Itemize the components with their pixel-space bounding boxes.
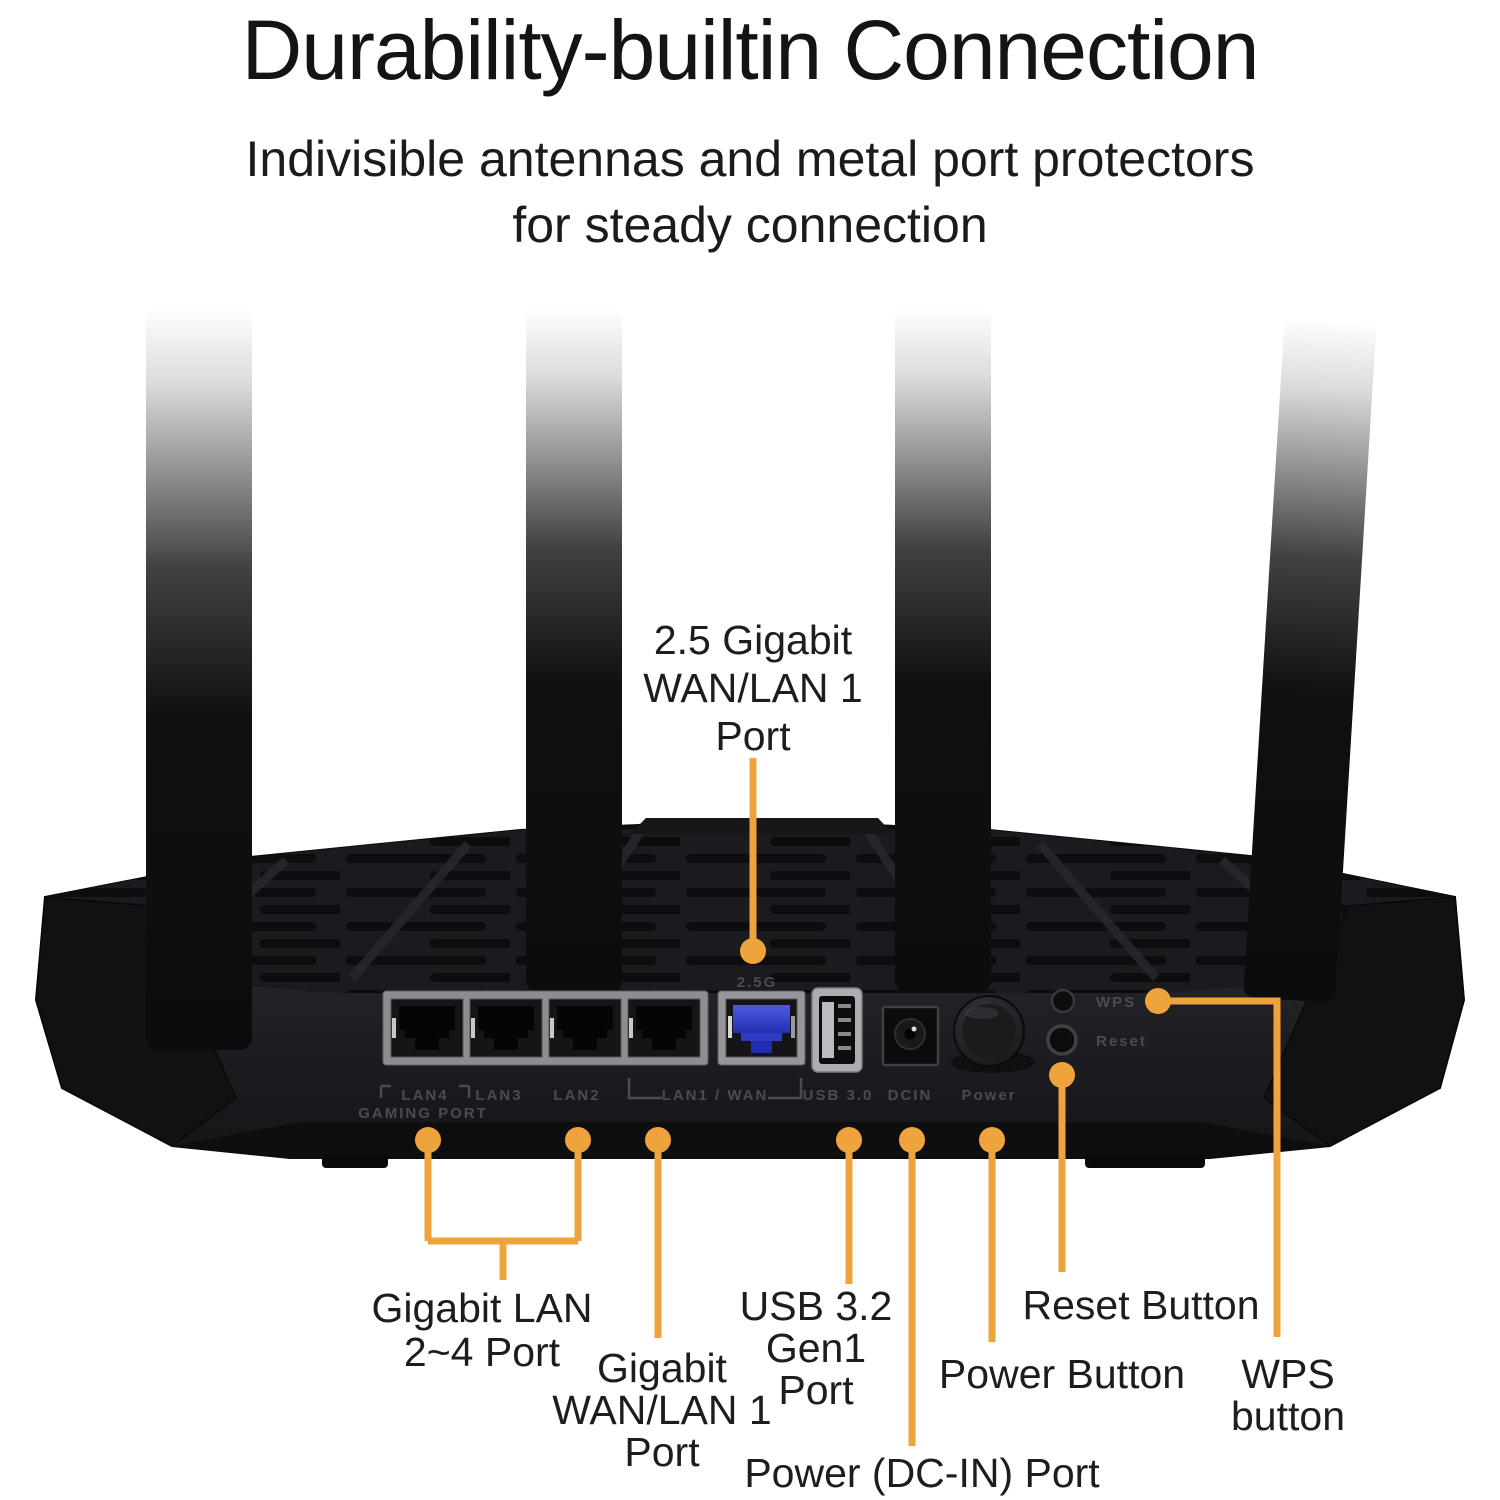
antenna-3 — [895, 308, 991, 992]
callout-dot-2-5g — [740, 938, 766, 964]
callout-lines — [415, 758, 1281, 1446]
lan3-port — [469, 998, 543, 1058]
right-foot — [1085, 1154, 1205, 1168]
top-center-ridge — [630, 818, 893, 834]
antenna-4 — [1243, 317, 1376, 1003]
lan1-wan-bracket — [627, 1078, 803, 1100]
callout-label-usb32: USB 3.2 Gen1 Port — [739, 1283, 893, 1413]
right-wing — [1263, 896, 1465, 1147]
callout-dot-lan4 — [415, 1127, 441, 1153]
left-foot — [322, 1154, 388, 1168]
lan1-wan-port — [627, 998, 701, 1058]
callout-dot-dcin — [899, 1127, 925, 1153]
callout-label-reset-button: Reset Button — [1022, 1282, 1260, 1328]
callout-label-gigabit-lan: Gigabit LAN 2~4 Port — [371, 1285, 593, 1375]
label-lan1-wan: LAN1 / WAN — [662, 1087, 769, 1104]
callout-dot-wanlan1 — [645, 1127, 671, 1153]
dcin-port — [881, 1005, 940, 1067]
antenna-2 — [526, 308, 622, 992]
label-wps: WPS — [1096, 994, 1136, 1011]
label-dcin: DCIN — [888, 1087, 933, 1104]
callout-dot-lan2 — [565, 1127, 591, 1153]
callout-dot-usb — [836, 1127, 862, 1153]
lan-port-group — [382, 990, 709, 1066]
callout-label-power-dcin: Power (DC-IN) Port — [744, 1450, 1100, 1496]
bottom-bevel — [172, 1122, 1330, 1158]
label-lan2: LAN2 — [553, 1087, 600, 1104]
reset-push-button — [1046, 1024, 1078, 1056]
callout-label-wps-button: WPS button — [1231, 1351, 1345, 1439]
ports — [382, 987, 1078, 1073]
panel-labels: 2.5G LAN4 GAMING PORT LAN3 LAN2 LAN1 / W… — [358, 974, 1147, 1122]
page-subtitle: Indivisible antennas and metal port prot… — [0, 126, 1500, 258]
usb-port — [811, 987, 863, 1073]
lan4-port — [390, 998, 464, 1058]
page-subtitle-line2: for steady connection — [512, 197, 988, 253]
antenna-1 — [146, 308, 252, 1050]
callout-dot-power — [979, 1127, 1005, 1153]
label-gaming-port: GAMING PORT — [358, 1105, 488, 1122]
lan4-brackets — [379, 1084, 471, 1098]
label-2-5g: 2.5G — [737, 974, 778, 991]
label-lan4: LAN4 — [401, 1087, 448, 1104]
label-lan3: LAN3 — [475, 1087, 522, 1104]
label-usb: USB 3.0 — [803, 1087, 874, 1104]
label-power: Power — [961, 1087, 1016, 1104]
page-subtitle-line1: Indivisible antennas and metal port prot… — [245, 131, 1255, 187]
label-reset: Reset — [1096, 1033, 1147, 1050]
callout-label-gigabit-wan: Gigabit WAN/LAN 1 Port — [552, 1345, 772, 1475]
callout-label-2-5g-wan: 2.5 Gigabit WAN/LAN 1 Port — [643, 617, 863, 759]
page-title: Durability-builtin Connection — [241, 3, 1260, 97]
power-knob — [951, 995, 1035, 1073]
lan2-port — [548, 998, 622, 1058]
wan-2-5g-port — [717, 990, 806, 1066]
antennas — [146, 308, 1376, 1050]
callout-dot-reset — [1049, 1062, 1075, 1088]
lan-bezel — [382, 990, 709, 1066]
callout-label-power-button: Power Button — [938, 1351, 1186, 1397]
callout-dot-wps — [1145, 988, 1171, 1014]
wps-push-button — [1050, 988, 1076, 1014]
